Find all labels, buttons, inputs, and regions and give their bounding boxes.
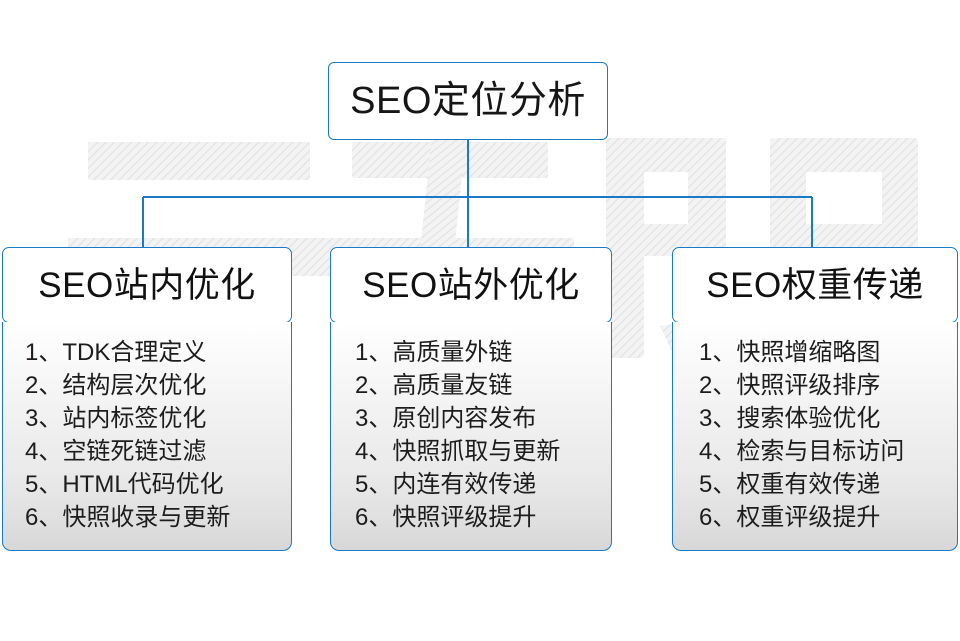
list-item: 2、结构层次优化 [25, 372, 207, 399]
list-item: 5、HTML代码优化 [25, 471, 224, 498]
list-item: 6、快照收录与更新 [25, 504, 231, 531]
list-item: 4、检索与目标访问 [699, 438, 905, 465]
list-item: 6、快照评级提升 [355, 504, 537, 531]
list-item: 3、原创内容发布 [355, 405, 537, 432]
branch-header-3-label: SEO权重传递 [706, 265, 924, 305]
branch-list-2: 1、高质量外链 2、高质量友链 3、原创内容发布 4、快照抓取与更新 5、内连有… [330, 322, 612, 551]
branch-column-3: SEO权重传递 1、快照增缩略图 2、快照评级排序 3、搜索体验优化 4、检索与… [672, 247, 958, 551]
list-item: 6、权重评级提升 [699, 504, 881, 531]
list-item: 3、站内标签优化 [25, 405, 207, 432]
list-item: 1、快照增缩略图 [699, 339, 881, 366]
list-item: 4、快照抓取与更新 [355, 438, 561, 465]
branch-header-1[interactable]: SEO站内优化 [2, 247, 292, 323]
list-item: 5、内连有效传递 [355, 471, 537, 498]
list-item: 1、TDK合理定义 [25, 339, 207, 366]
branch-column-1: SEO站内优化 1、TDK合理定义 2、结构层次优化 3、站内标签优化 4、空链… [2, 247, 292, 551]
branch-list-1: 1、TDK合理定义 2、结构层次优化 3、站内标签优化 4、空链死链过滤 5、H… [2, 322, 292, 551]
list-item: 5、权重有效传递 [699, 471, 881, 498]
list-item: 4、空链死链过滤 [25, 438, 207, 465]
branch-header-3[interactable]: SEO权重传递 [672, 247, 958, 323]
branch-header-1-label: SEO站内优化 [38, 265, 256, 305]
branch-list-3: 1、快照增缩略图 2、快照评级排序 3、搜索体验优化 4、检索与目标访问 5、权… [672, 322, 958, 551]
branch-header-2-label: SEO站外优化 [362, 265, 580, 305]
root-node[interactable]: SEO定位分析 [328, 62, 608, 140]
list-item: 3、搜索体验优化 [699, 405, 881, 432]
branch-header-2[interactable]: SEO站外优化 [330, 247, 612, 323]
list-item: 2、快照评级排序 [699, 372, 881, 399]
list-item: 1、高质量外链 [355, 339, 513, 366]
root-node-label: SEO定位分析 [350, 80, 586, 122]
branch-column-2: SEO站外优化 1、高质量外链 2、高质量友链 3、原创内容发布 4、快照抓取与… [330, 247, 612, 551]
list-item: 2、高质量友链 [355, 372, 513, 399]
